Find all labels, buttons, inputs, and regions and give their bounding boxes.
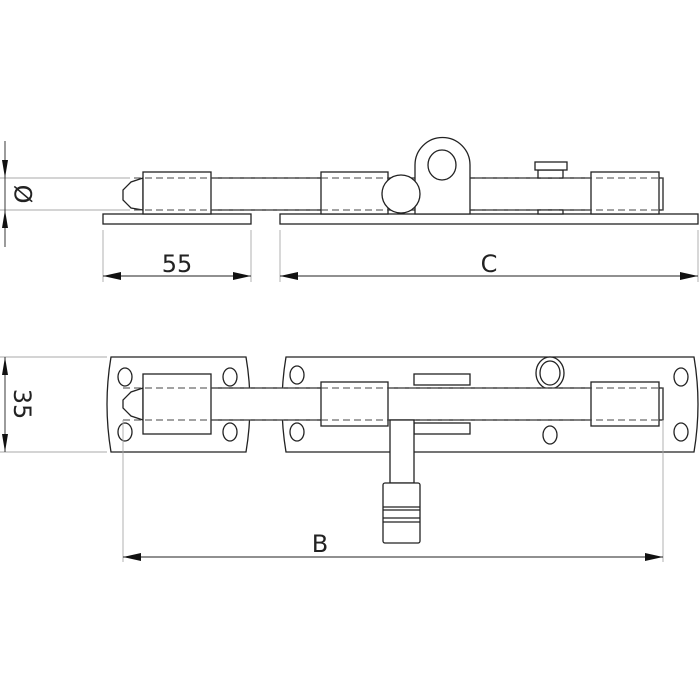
bolt-plate-side <box>279 213 699 225</box>
pin-stem-top <box>537 169 564 179</box>
eye-hole <box>427 149 457 181</box>
diameter-dimension: Ø <box>0 141 130 247</box>
bolt-plate-length-label: C <box>481 250 498 278</box>
bolt-plate-length-dimension: C <box>279 230 699 282</box>
slot-top <box>413 373 471 386</box>
handle-grip <box>382 482 421 544</box>
keeper-plate-side <box>102 213 252 225</box>
slot-bottom <box>413 422 471 435</box>
right-sleeve <box>590 381 660 427</box>
overall-length-label: B <box>312 530 328 558</box>
keeper-sleeve-side <box>142 171 212 215</box>
keeper-length-dimension: 55 <box>102 230 252 282</box>
pin-stem-bottom <box>537 209 564 215</box>
handle-stem <box>389 419 415 484</box>
pin-head <box>534 161 568 171</box>
bolt-rod <box>142 387 664 421</box>
overall-length-dimension: B <box>122 420 664 562</box>
handle-knob-side <box>381 174 421 214</box>
keeper-sleeve <box>142 373 212 435</box>
plan-view <box>106 356 699 544</box>
plate-height-dimension: 35 <box>0 356 107 453</box>
side-view <box>102 136 699 225</box>
plate-height-label: 35 <box>8 389 36 420</box>
middle-sleeve-side <box>320 171 389 215</box>
middle-sleeve <box>320 381 389 427</box>
pin-ring-inner <box>539 360 561 386</box>
bolt-tip-side <box>122 177 144 211</box>
right-sleeve-side <box>590 171 660 215</box>
mounting-holes <box>117 365 689 445</box>
diameter-label: Ø <box>10 185 38 204</box>
keeper-length-label: 55 <box>162 250 193 278</box>
